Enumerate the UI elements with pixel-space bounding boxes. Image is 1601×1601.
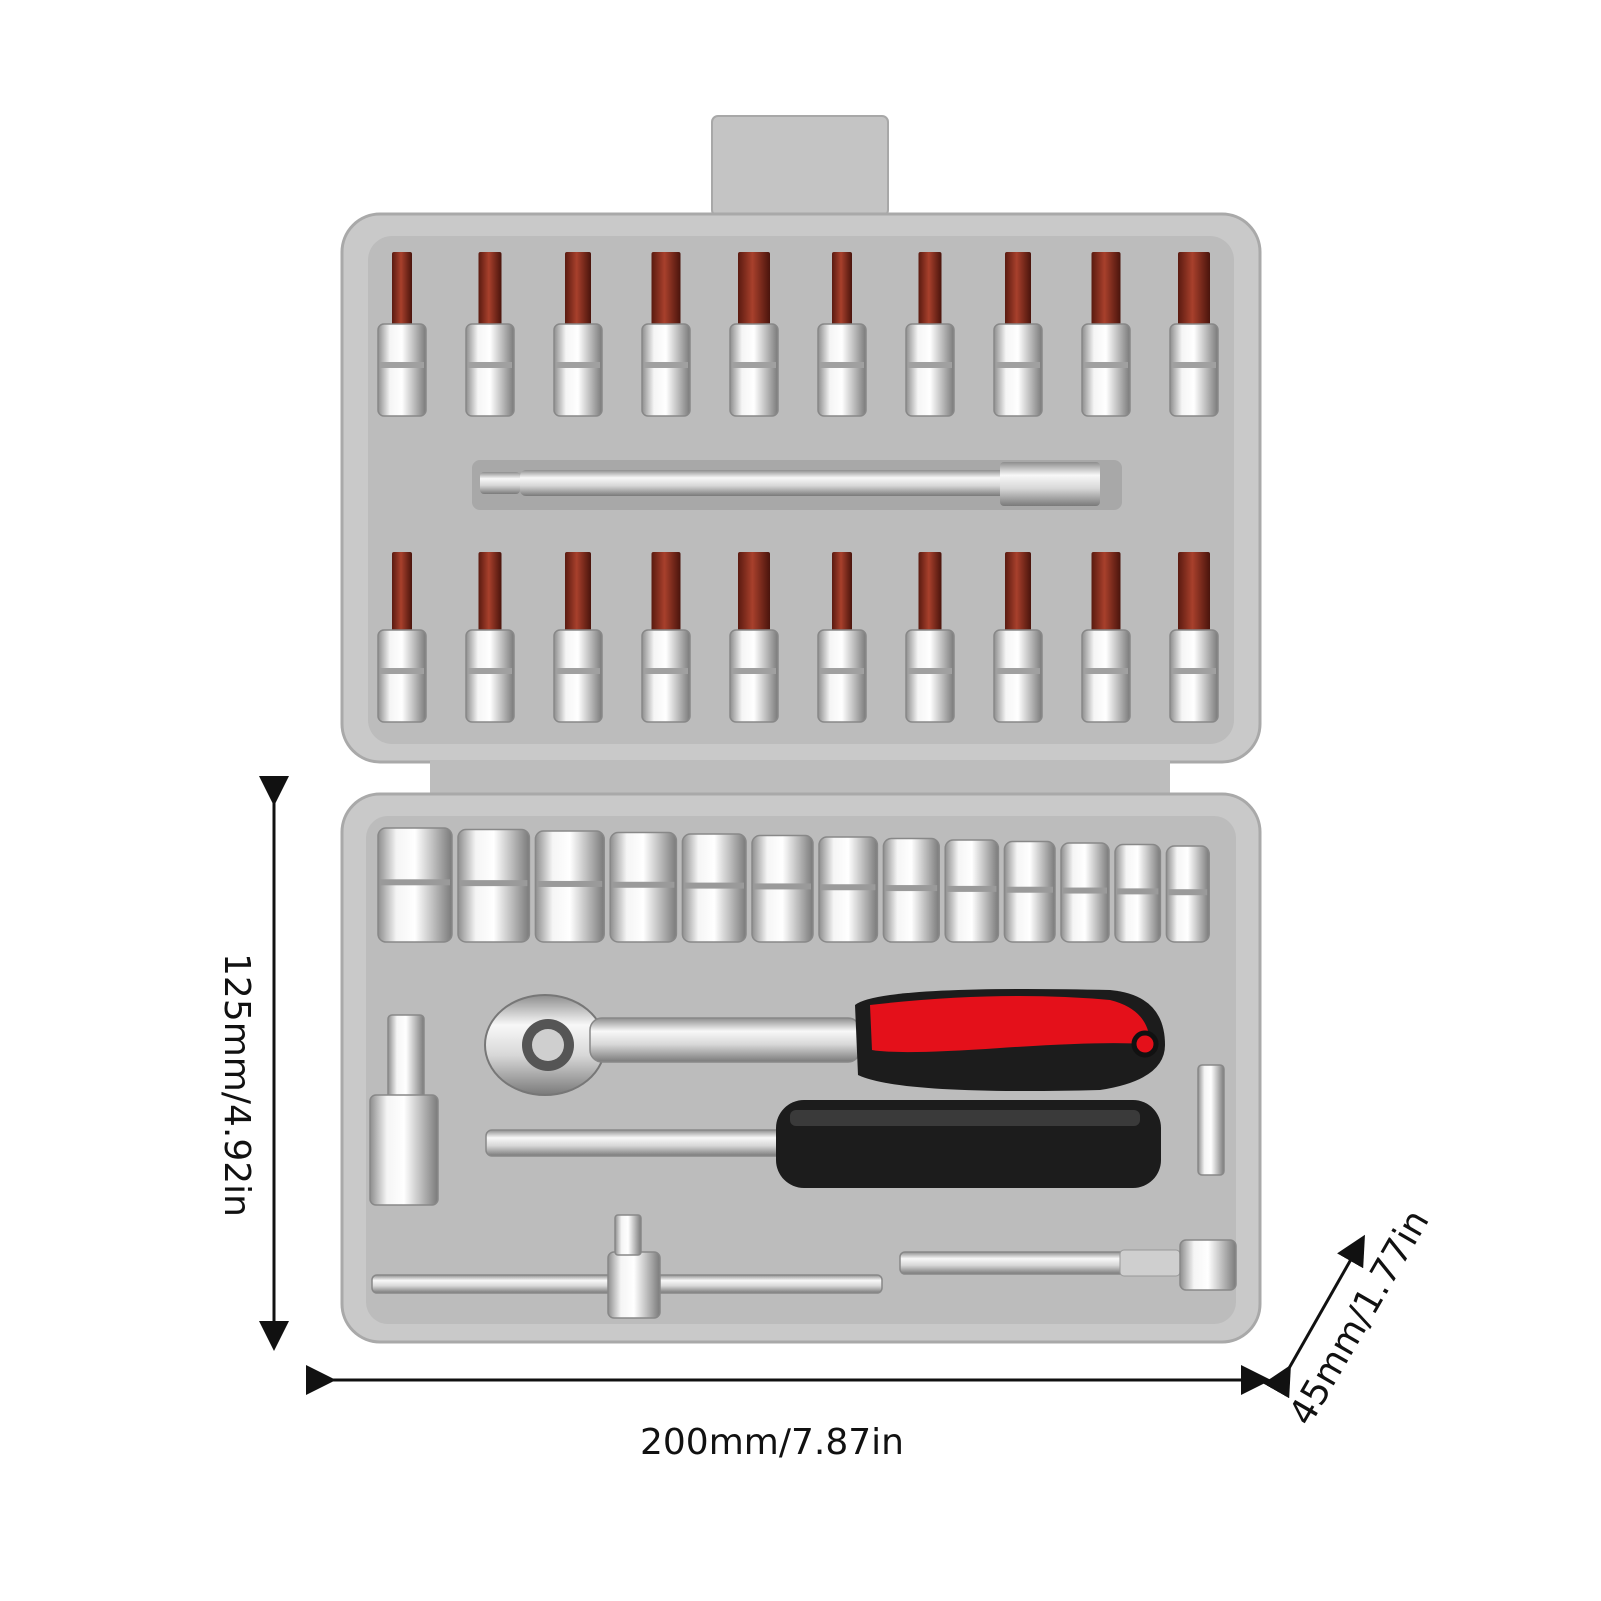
depth-arrow bbox=[1263, 1234, 1365, 1399]
socket bbox=[377, 827, 453, 943]
bit-socket bbox=[729, 552, 779, 723]
ratchet-grip-red bbox=[870, 996, 1150, 1053]
bit-socket-row-upper bbox=[377, 252, 1219, 417]
socket bbox=[681, 833, 747, 943]
bit-socket bbox=[729, 252, 779, 417]
bit-socket bbox=[465, 552, 515, 723]
bit-socket bbox=[377, 552, 427, 723]
bit-socket bbox=[641, 252, 691, 417]
bit-socket bbox=[1169, 552, 1219, 723]
socket bbox=[534, 830, 605, 943]
bit-socket bbox=[905, 552, 955, 723]
bit-socket bbox=[641, 552, 691, 723]
bit-socket bbox=[905, 252, 955, 417]
ratchet-wrench bbox=[484, 989, 1165, 1096]
bit-socket bbox=[553, 252, 603, 417]
spinner-handle bbox=[485, 1100, 1161, 1188]
socket-row bbox=[377, 827, 1210, 943]
bit-socket bbox=[553, 552, 603, 723]
adapter-right bbox=[1197, 1064, 1225, 1176]
socket bbox=[457, 828, 531, 943]
socket bbox=[1003, 840, 1056, 943]
bit-socket bbox=[1081, 552, 1131, 723]
bit-socket bbox=[817, 552, 867, 723]
bit-socket bbox=[993, 252, 1043, 417]
bit-socket bbox=[377, 252, 427, 417]
bit-socket bbox=[993, 552, 1043, 723]
socket bbox=[1060, 842, 1110, 943]
t-handle-bar bbox=[371, 1214, 883, 1319]
socket bbox=[882, 837, 940, 943]
socket bbox=[1165, 845, 1210, 943]
width-label: 200mm/7.87in bbox=[640, 1422, 904, 1463]
case-handle bbox=[711, 115, 889, 217]
bit-socket-row-lower bbox=[377, 552, 1219, 723]
short-extension bbox=[899, 1239, 1237, 1291]
bit-socket bbox=[465, 252, 515, 417]
bit-socket bbox=[817, 252, 867, 417]
socket bbox=[944, 839, 1000, 943]
extension-bar bbox=[472, 460, 1122, 510]
bit-socket bbox=[1169, 252, 1219, 417]
socket bbox=[1114, 843, 1162, 943]
case-hinge bbox=[430, 760, 1170, 796]
socket bbox=[751, 834, 814, 943]
height-label: 125mm/4.92in bbox=[216, 953, 257, 1217]
socket-adapter-left bbox=[369, 1014, 439, 1206]
socket bbox=[609, 831, 678, 943]
bit-socket bbox=[1081, 252, 1131, 417]
case-base-tray bbox=[366, 816, 1236, 1324]
socket bbox=[818, 836, 879, 943]
